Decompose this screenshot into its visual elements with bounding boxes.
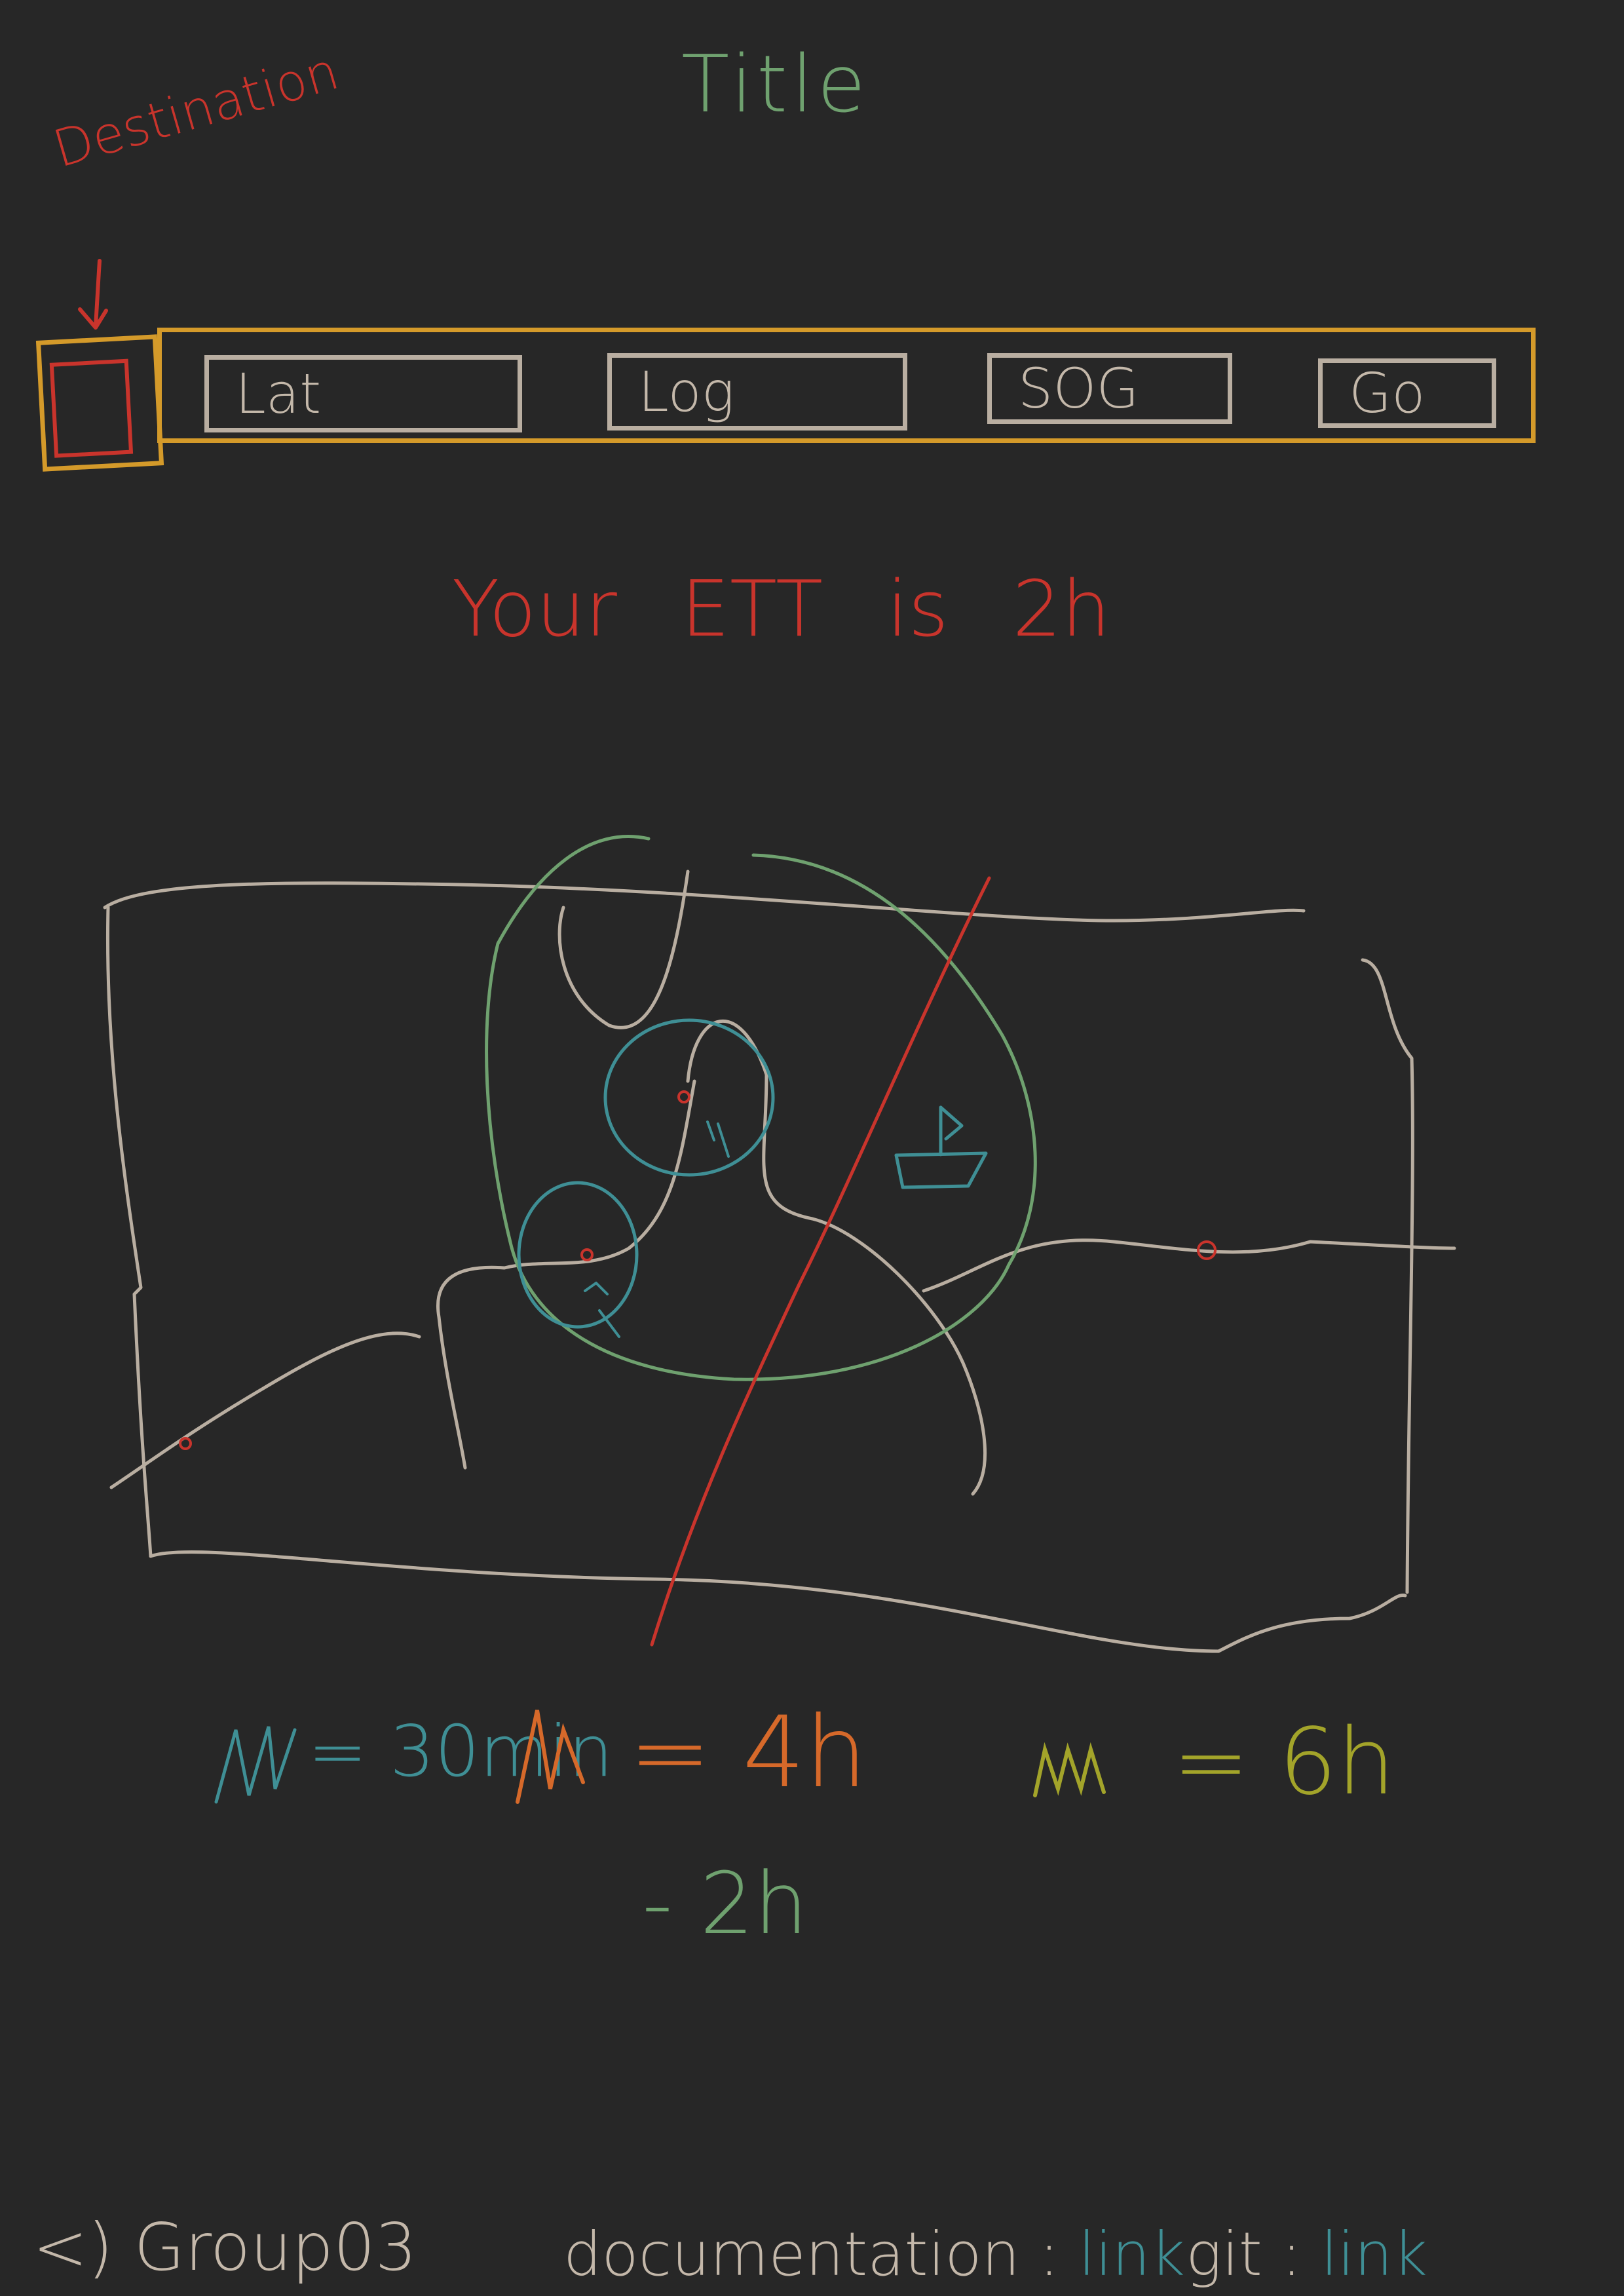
map-frame-bottom — [149, 1550, 1407, 1653]
map-frame-left — [105, 906, 153, 1558]
page-title: Title — [681, 39, 870, 130]
git-link[interactable]: link — [1321, 2219, 1428, 2289]
legend-yellow-value: = 6h — [1173, 1709, 1395, 1816]
git-label: git : — [1186, 2219, 1302, 2289]
coastline-southwest — [109, 1331, 421, 1489]
coordinate-toolbar: Lat Log SOG Go — [157, 328, 1536, 443]
blue-legend-swatch — [214, 1726, 297, 1804]
documentation-label: documentation : — [563, 2219, 1060, 2289]
latitude-input[interactable]: Lat — [204, 355, 522, 432]
documentation-footer: documentation : link — [563, 2225, 1185, 2285]
legend-orange-value: = 4h — [629, 1696, 867, 1810]
destination-label: Destination — [47, 41, 345, 180]
copyright-text: <) Group03 — [33, 2209, 417, 2286]
range-circle-blue-2 — [517, 1181, 639, 1329]
git-footer: git : link — [1186, 2225, 1427, 2285]
range-circle-green — [485, 835, 1037, 1381]
documentation-link[interactable]: link — [1078, 2219, 1185, 2289]
go-button[interactable]: Go — [1318, 358, 1496, 428]
range-circle-blue-1 — [603, 1018, 775, 1177]
ett-result: Your ETT is 2h — [452, 564, 1111, 654]
route-line-red — [650, 876, 991, 1647]
coastline-north — [557, 870, 690, 1029]
orange-legend-swatch — [516, 1710, 585, 1804]
arrow-down-icon — [78, 259, 108, 330]
longitude-input[interactable]: Log — [607, 353, 907, 430]
coastline-west — [436, 1079, 696, 1470]
route-map[interactable] — [0, 786, 1624, 1671]
arrow-blue-1 — [706, 1120, 730, 1158]
arrow-blue-2 — [584, 1282, 620, 1338]
sog-input[interactable]: SOG — [987, 353, 1232, 424]
coastline-south — [686, 1020, 987, 1496]
boat-icon — [894, 1105, 988, 1189]
coastline-east — [922, 1238, 1456, 1293]
yellow-legend-swatch — [1033, 1742, 1106, 1797]
legend-green-value: - 2h — [642, 1854, 808, 1953]
map-frame-right — [1361, 958, 1414, 1594]
destination-checkbox[interactable] — [35, 334, 164, 472]
waypoint-markers — [179, 1090, 1217, 1450]
destination-checkbox-inner — [49, 358, 134, 458]
map-frame — [103, 881, 1306, 923]
